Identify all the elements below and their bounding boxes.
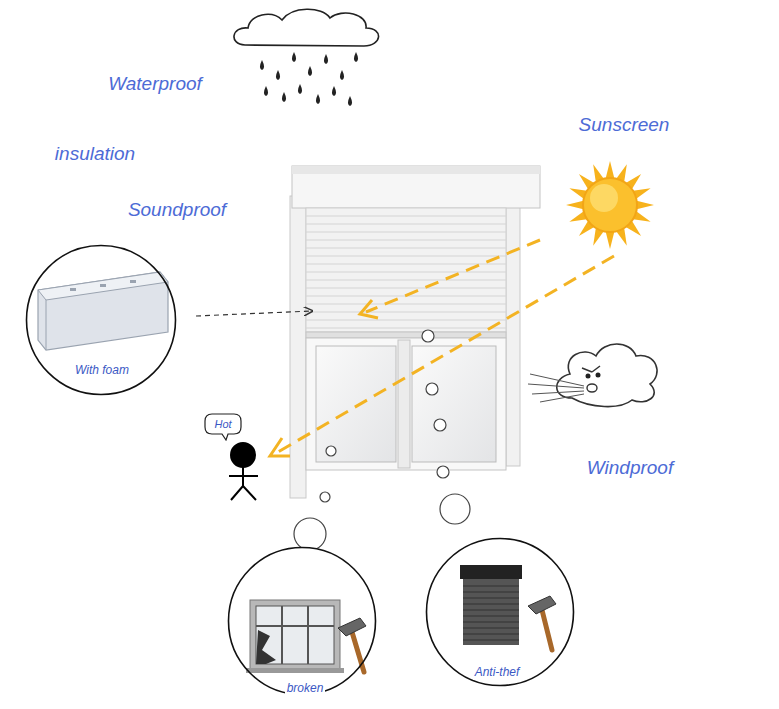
slat-line bbox=[306, 320, 506, 321]
slat-line bbox=[306, 256, 506, 257]
sun bbox=[566, 161, 654, 249]
pointer-arrow bbox=[196, 311, 312, 316]
foam-slat bbox=[38, 272, 168, 350]
roller-shutter bbox=[290, 166, 540, 498]
feature-label: Windproof bbox=[587, 457, 673, 480]
raindrops bbox=[260, 52, 358, 106]
slat-line bbox=[306, 272, 506, 273]
broken-window bbox=[246, 600, 344, 673]
node-outline bbox=[425, 537, 575, 687]
slat-line bbox=[306, 288, 506, 289]
sun-ray bbox=[606, 161, 615, 178]
feature-label: Soundproof bbox=[128, 199, 226, 222]
feature-label: Sunscreen bbox=[579, 114, 670, 137]
sound-bubbles bbox=[294, 330, 470, 550]
slat-line bbox=[306, 328, 506, 329]
speech-bubble: Hot bbox=[204, 413, 242, 441]
sun-ray bbox=[606, 232, 615, 249]
slat-line bbox=[306, 280, 506, 281]
slat-line bbox=[306, 304, 506, 305]
feature-label: insulation bbox=[55, 143, 135, 166]
sun-ray bbox=[566, 201, 583, 210]
circle-outline bbox=[229, 548, 376, 695]
rain-cloud bbox=[234, 9, 379, 46]
inset-circle: Anti-thef bbox=[425, 537, 575, 687]
stick-figure bbox=[229, 443, 258, 500]
node-label: broken bbox=[285, 682, 326, 695]
bubble-outline bbox=[205, 414, 241, 440]
hammer bbox=[528, 596, 556, 650]
sunlight-arrow bbox=[278, 240, 614, 452]
inset-circle: broken bbox=[227, 546, 377, 696]
circle-outline bbox=[427, 539, 574, 686]
slat-line bbox=[306, 224, 506, 225]
feature-label: Waterproof bbox=[108, 73, 202, 96]
arrowheads bbox=[270, 300, 378, 456]
circle-outline bbox=[27, 246, 176, 395]
node-label: Anti-thef bbox=[473, 666, 522, 679]
slat-line bbox=[306, 312, 506, 313]
slat-line bbox=[306, 216, 506, 217]
wind-cloud bbox=[528, 344, 657, 407]
slat-line bbox=[306, 240, 506, 241]
node-outline bbox=[227, 546, 377, 696]
sun-ray bbox=[637, 201, 654, 210]
slat-line bbox=[306, 264, 506, 265]
slat-line bbox=[306, 248, 506, 249]
slat-line bbox=[306, 232, 506, 233]
dark-shutter bbox=[460, 565, 522, 645]
inset-circle: With foam bbox=[25, 244, 177, 396]
node-label: Hot bbox=[212, 418, 233, 430]
node-label: With foam bbox=[73, 364, 131, 377]
